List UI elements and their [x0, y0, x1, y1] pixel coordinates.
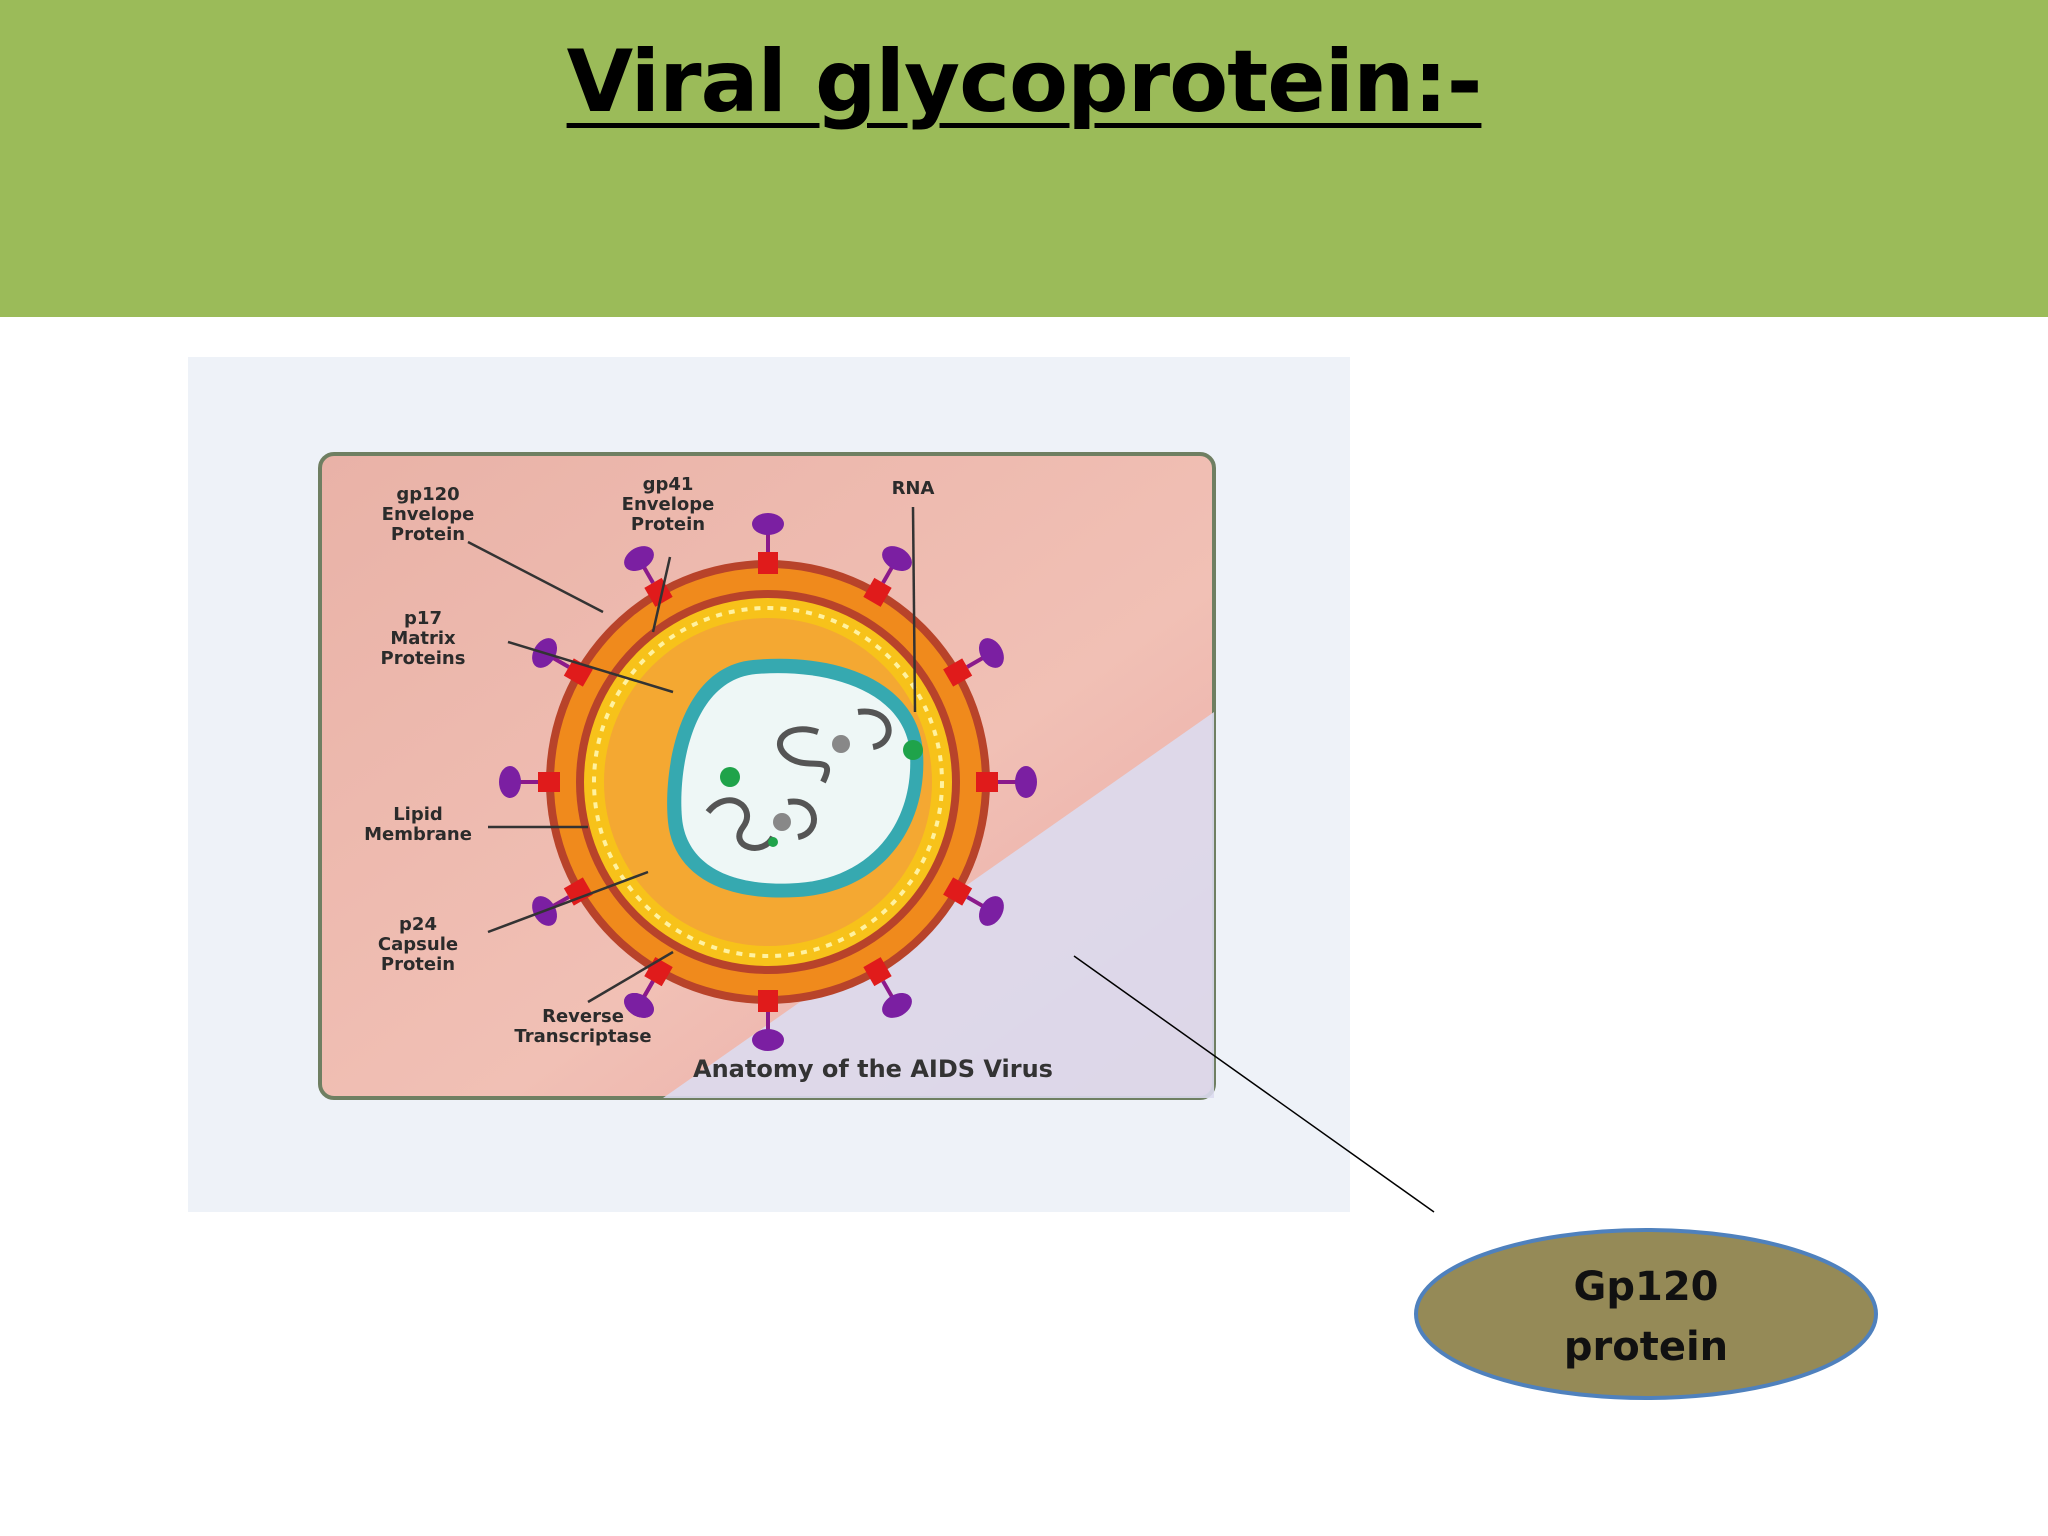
gp120-callout: Gp120 protein [1413, 1227, 1879, 1401]
gp120-spikes [499, 513, 1037, 1051]
callout-line-1: Gp120 [1573, 1264, 1719, 1310]
callout-line-2: protein [1563, 1324, 1729, 1370]
slide-title: Viral glycoprotein:- [566, 32, 1483, 132]
slide-header [0, 0, 2048, 317]
callout-ellipse [1414, 1228, 1878, 1400]
callout-label: Gp120 protein [1413, 1257, 1879, 1377]
diagram-caption: Anatomy of the AIDS Virus [693, 1055, 1053, 1083]
label-rna: RNA [892, 478, 935, 499]
